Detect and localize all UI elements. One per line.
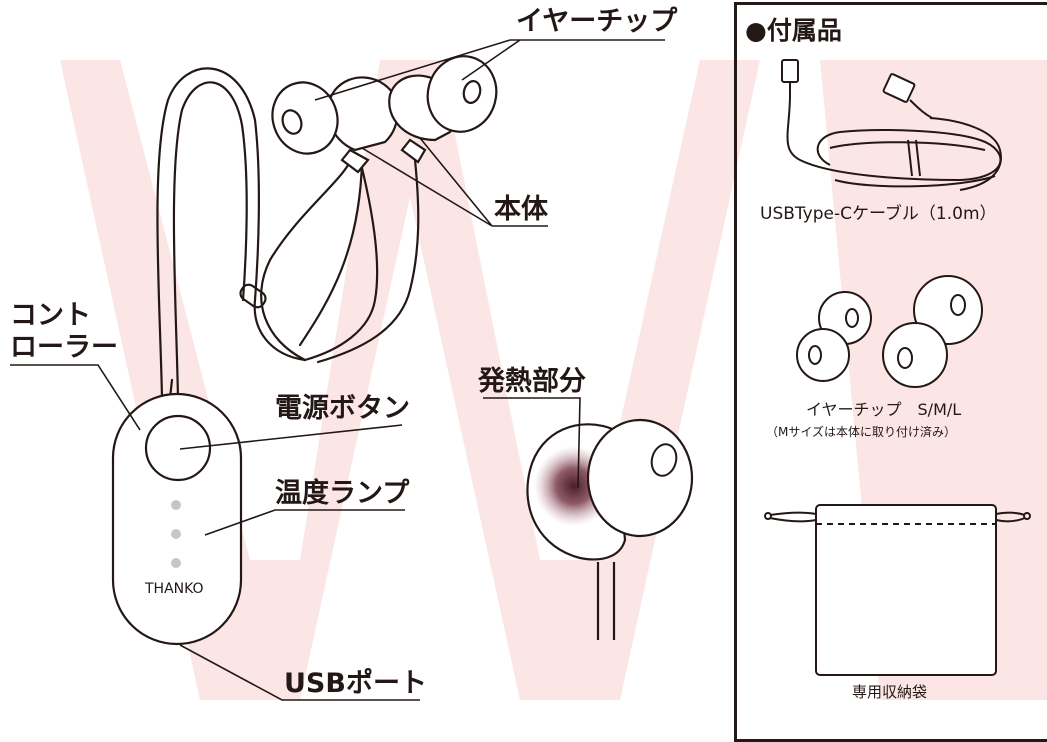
controller-label-line1: コント bbox=[10, 300, 91, 331]
wire-left bbox=[260, 153, 354, 362]
power-button-label: 電源ボタン bbox=[275, 393, 410, 424]
accessories-title: ●付属品 bbox=[745, 16, 842, 45]
eartips-illustration bbox=[796, 275, 983, 388]
eartips-note: （Mサイズは本体に取り付け済み） bbox=[766, 425, 956, 439]
brand-logo: THANKO bbox=[145, 581, 204, 597]
lamp-2 bbox=[171, 529, 181, 539]
cable-illustration bbox=[781, 59, 1002, 191]
pouch-caption: 専用収納袋 bbox=[852, 683, 928, 701]
body-label: 本体 bbox=[494, 194, 548, 225]
heating-part-label: 発熱部分 bbox=[478, 366, 586, 397]
lanyard bbox=[156, 67, 307, 400]
lamp-3 bbox=[171, 558, 181, 568]
eartip-label: イヤーチップ bbox=[516, 6, 678, 37]
controller bbox=[111, 392, 243, 646]
temp-lamp-label: 温度ランプ bbox=[275, 478, 410, 509]
diagram bbox=[10, 39, 1047, 701]
usb-port-label: USBポート bbox=[284, 668, 427, 699]
lamp-1 bbox=[171, 500, 181, 510]
power-button-shape bbox=[144, 414, 212, 482]
controller-label-line2: ローラー bbox=[10, 332, 118, 363]
eartips-caption: イヤーチップ S/M/L bbox=[806, 400, 962, 419]
cable-caption: USBType-Cケーブル（1.0m） bbox=[760, 204, 997, 224]
pouch-illustration bbox=[764, 504, 1031, 676]
earbuds bbox=[271, 55, 498, 174]
accessories-panel bbox=[734, 2, 1047, 742]
diagram-svg bbox=[10, 39, 1047, 701]
heating-earbud bbox=[526, 418, 694, 640]
